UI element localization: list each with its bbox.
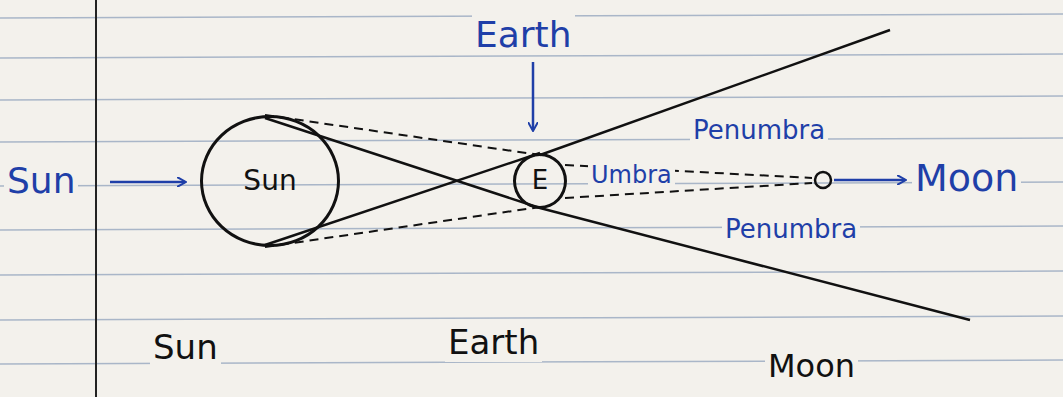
ruled-line [0,226,1063,230]
pointer-arrow [834,179,905,182]
ruled-line [0,316,1063,320]
solid-ray [265,118,540,208]
pointer-arrow [110,181,185,184]
moon-circle [815,172,831,188]
penumbra-label: Penumbra [690,116,828,146]
margin-line [95,0,97,397]
penumbra-label: Penumbra [722,215,860,245]
pointer-arrows [110,62,905,182]
ruled-line [0,271,1063,275]
sun-pointer-label: Sun [4,160,78,201]
penumbra-edge [540,208,970,320]
earth-pointer-label: Earth [472,14,575,55]
light-rays [265,30,970,320]
pointer-arrow [532,62,535,130]
dashed-ray [265,207,540,247]
ruled-line [0,138,1063,142]
solid-ray [265,153,540,245]
sun-caption: Sun [150,328,221,367]
ruled-lines [0,14,1063,364]
dashed-ray [265,115,540,155]
earth-caption: Earth [445,323,542,362]
penumbra-edge [540,30,890,155]
sun-circle: Sun [200,115,340,247]
ruled-line [0,96,1063,100]
earth-circle: E [513,153,567,209]
umbra-label: Umbra [588,162,675,190]
node-text: Sun [243,165,296,197]
moon-pointer-label: Moon [912,157,1021,201]
ruled-line [0,182,1063,186]
moon-caption: Moon [765,348,858,385]
node-text: E [532,166,548,196]
